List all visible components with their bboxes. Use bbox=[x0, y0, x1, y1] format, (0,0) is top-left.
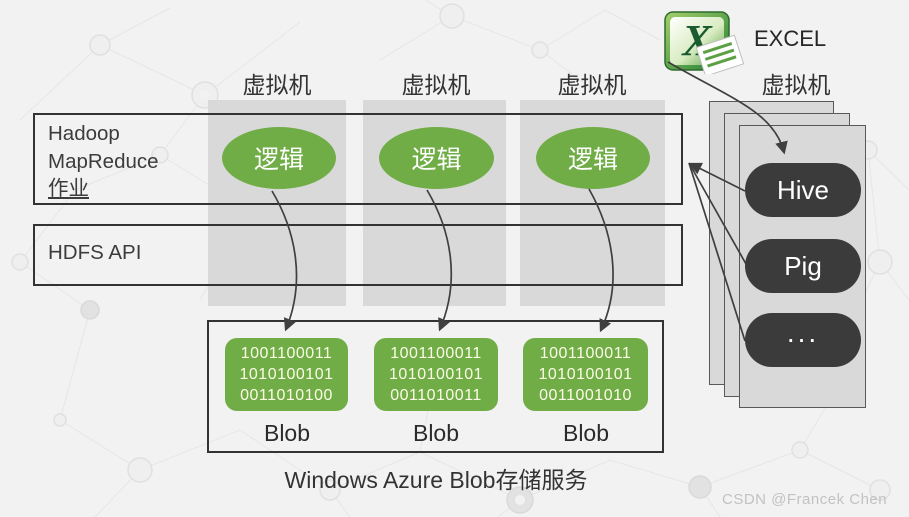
blob-chip-2: 1001100011 1010100101 0011010011 bbox=[374, 338, 498, 411]
excel-label: EXCEL bbox=[754, 26, 827, 51]
blob-3-bits-3: 0011001010 bbox=[539, 387, 632, 404]
blob-label-2: Blob bbox=[412, 420, 460, 446]
hdfs-api-label: HDFS API bbox=[48, 241, 142, 264]
blob-label-3: Blob bbox=[562, 420, 610, 446]
diagram-caption: Windows Azure Blob存储服务 bbox=[284, 467, 588, 493]
blob-1-bits-2: 1010100101 bbox=[239, 366, 334, 383]
vm-label-2: 虚拟机 bbox=[401, 72, 471, 98]
logic-node-3: 逻辑 bbox=[536, 127, 650, 189]
logic-node-1-label: 逻辑 bbox=[253, 146, 304, 174]
hadoop-line2: MapReduce bbox=[48, 149, 159, 173]
blob-label-1: Blob bbox=[263, 420, 311, 446]
vm-label-4: 虚拟机 bbox=[761, 72, 831, 98]
pig-label: Pig bbox=[784, 250, 822, 281]
vm-label-3: 虚拟机 bbox=[557, 72, 627, 98]
hadoop-line3: 作业 bbox=[48, 177, 89, 200]
vm-label-1: 虚拟机 bbox=[242, 72, 312, 98]
logic-node-1: 逻辑 bbox=[222, 127, 336, 189]
blob-1-bits-1: 1001100011 bbox=[240, 345, 333, 362]
blob-2-bits-2: 1010100101 bbox=[389, 366, 483, 383]
hdfs-api-box bbox=[33, 224, 683, 286]
more-node: ... bbox=[745, 313, 861, 367]
logic-node-2-label: 逻辑 bbox=[411, 146, 462, 174]
hive-node: Hive bbox=[745, 163, 861, 217]
blob-3-bits-1: 1001100011 bbox=[539, 345, 632, 362]
blob-3-bits-2: 1010100101 bbox=[538, 366, 633, 383]
blob-2-bits-3: 0011010011 bbox=[390, 387, 482, 404]
logic-node-2: 逻辑 bbox=[379, 127, 494, 189]
blob-chip-3: 1001100011 1010100101 0011001010 bbox=[523, 338, 648, 411]
hive-label: Hive bbox=[776, 174, 829, 205]
watermark: CSDN @Francek Chen bbox=[722, 491, 888, 508]
logic-node-3-label: 逻辑 bbox=[567, 146, 618, 174]
hadoop-mapreduce-label: Hadoop MapReduce 作业 bbox=[48, 120, 159, 203]
blob-1-bits-3: 0011010100 bbox=[240, 387, 333, 404]
hadoop-line1: Hadoop bbox=[48, 122, 120, 145]
pig-node: Pig bbox=[745, 239, 861, 293]
blob-2-bits-1: 1001100011 bbox=[390, 345, 482, 362]
excel-icon: X bbox=[664, 11, 745, 74]
hadoop-mapreduce-box bbox=[33, 113, 683, 205]
more-label: ... bbox=[786, 317, 820, 348]
blob-chip-1: 1001100011 1010100101 0011010100 bbox=[225, 338, 348, 411]
